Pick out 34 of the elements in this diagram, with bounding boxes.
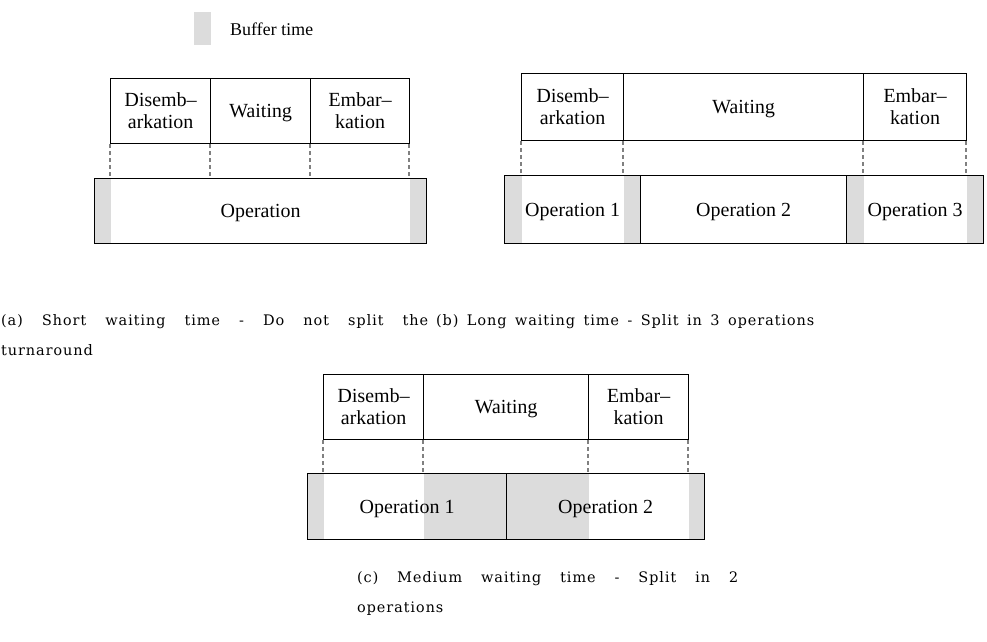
phase-label: Embar– kation [606, 385, 672, 429]
phase-box [110, 78, 211, 144]
operation-label: Operation 1 [360, 496, 454, 518]
operation-label: Operation 2 [696, 198, 791, 220]
operation-label: Operation 1 [525, 198, 620, 220]
phase-box [210, 78, 311, 144]
phase-label: Embar– kation [327, 89, 393, 133]
phase-label: Waiting [229, 100, 292, 122]
phase-label: Disemb– arkation [535, 85, 610, 129]
operation-label: Operation [220, 200, 300, 222]
phase-box [623, 73, 864, 141]
phase-label: Embar– kation [882, 85, 948, 129]
operation-box [307, 473, 507, 540]
phase-box [310, 78, 410, 144]
phase-label: Disemb– arkation [123, 89, 198, 133]
phase-box [423, 374, 589, 440]
phase-box [863, 73, 967, 141]
phase-label: Waiting [474, 396, 538, 418]
phase-label: Waiting [712, 96, 775, 118]
operation-box [846, 175, 984, 244]
phase-box [521, 73, 624, 141]
operation-box [504, 175, 641, 244]
operation-label: Operation 2 [558, 496, 653, 518]
phase-box [323, 374, 424, 440]
operation-label: Operation 3 [868, 198, 962, 220]
operation-box [94, 178, 427, 244]
legend-label: Buffer time [230, 18, 314, 40]
operation-box [506, 473, 705, 540]
operation-box [640, 175, 847, 244]
subfigure-caption: (c) Medium waiting time - Split in 2 operations [357, 569, 739, 618]
subfigure-caption: (a) Short waiting time - Do not split the turnaround [1, 312, 429, 361]
phase-label: Disemb– arkation [336, 385, 411, 429]
phase-box [588, 374, 689, 440]
subfigure-caption: (b) Long waiting time - Split in 3 operations [436, 312, 816, 331]
